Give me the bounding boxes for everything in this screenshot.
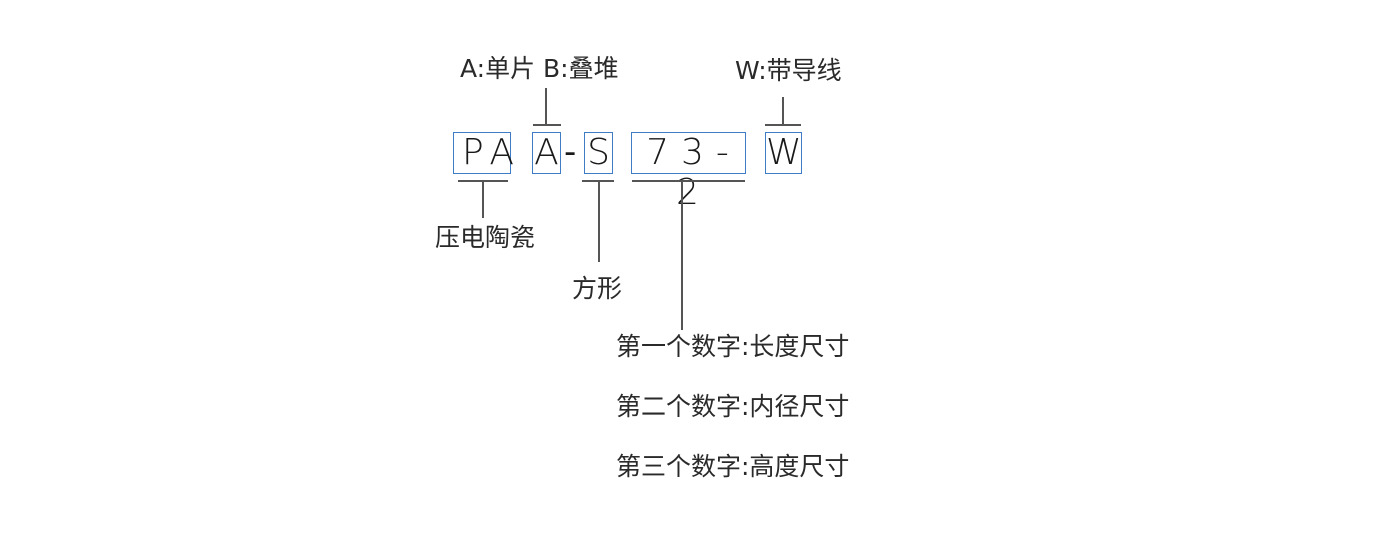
material-code-box: PA (453, 132, 514, 174)
size-line-2: 第二个数字:内径尺寸 (616, 392, 850, 421)
size-connector (681, 180, 683, 330)
type-bracket (533, 124, 561, 126)
size-code-box: 73-2 (631, 132, 746, 213)
size-line-3: 第三个数字:高度尺寸 (616, 452, 850, 481)
size-bracket (632, 180, 745, 182)
lead-code-box: W (765, 132, 802, 174)
shape-connector (598, 180, 600, 262)
lead-label: W:带导线 (735, 56, 842, 85)
lead-connector (782, 97, 784, 124)
shape-code-box: S (584, 132, 613, 174)
separator-dash: - (564, 132, 577, 172)
type-code-box: A (532, 132, 561, 174)
material-label: 压电陶瓷 (435, 223, 536, 252)
lead-bracket (765, 124, 801, 126)
size-line-1: 第一个数字:长度尺寸 (616, 332, 850, 361)
material-connector (482, 180, 484, 218)
type-connector (545, 88, 547, 124)
shape-label: 方形 (572, 274, 623, 303)
type-label: A:单片 B:叠堆 (460, 54, 619, 83)
